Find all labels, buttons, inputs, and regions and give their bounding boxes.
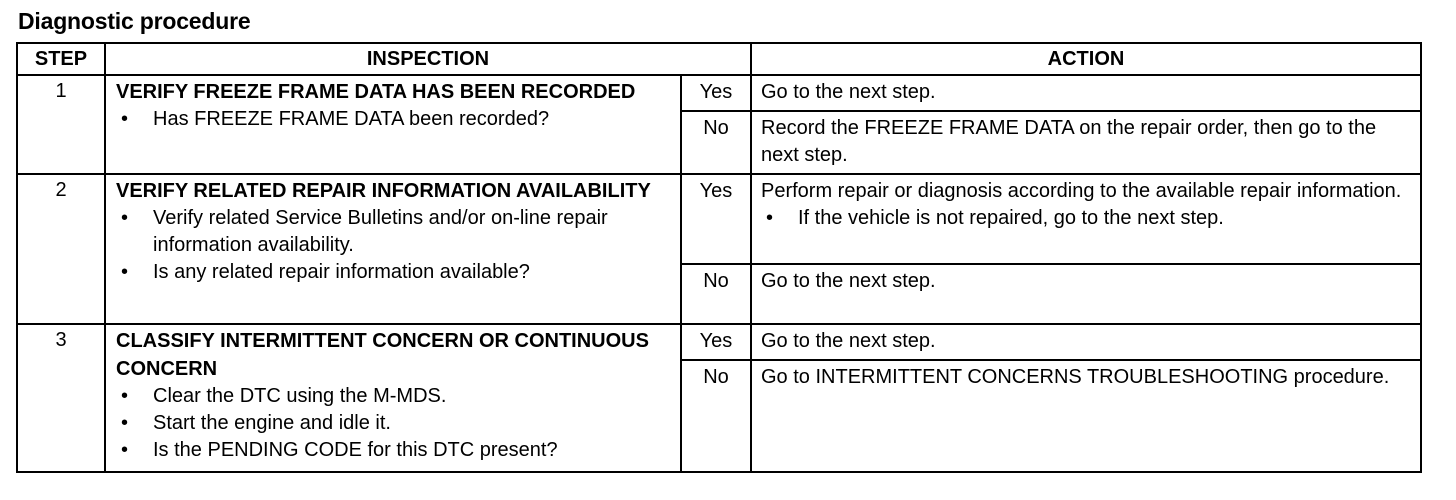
yes-action: Go to the next step.	[761, 330, 936, 352]
step-number: 2	[16, 173, 106, 325]
yes-action-bullet: If the vehicle is not repaired, go to th…	[761, 205, 1410, 232]
inspection-title: CLASSIFY INTERMITTENT CONCERN OR CONTINU…	[116, 330, 649, 380]
table-header-row: STEP INSPECTION ACTION	[16, 42, 1422, 76]
page-title: Diagnostic procedure	[18, 8, 251, 34]
inspection-bullet: Is any related repair information availa…	[116, 259, 672, 286]
diagnostic-table: STEP INSPECTION ACTION 1 VERIFY FREEZE FR…	[16, 42, 1422, 473]
yes-label: Yes	[680, 173, 752, 265]
inspection-bullet: Is the PENDING CODE for this DTC present…	[116, 437, 672, 464]
no-label: No	[680, 263, 752, 325]
inspection-bullet: Has FREEZE FRAME DATA been recorded?	[116, 106, 672, 133]
inspection-bullet: Start the engine and idle it.	[116, 410, 672, 437]
table-row: 1 VERIFY FREEZE FRAME DATA HAS BEEN RECOR…	[16, 74, 1422, 175]
step-number: 3	[16, 323, 106, 473]
yes-action: Go to the next step.	[761, 81, 936, 103]
yes-action: Perform repair or diagnosis according to…	[761, 180, 1402, 202]
inspection-bullet-list: Verify related Service Bulletins and/or …	[116, 205, 672, 286]
no-action: Go to INTERMITTENT CONCERNS TROUBLESHOOT…	[750, 359, 1422, 473]
yes-action-cell: Go to the next step.	[750, 323, 1422, 361]
inspection-cell: VERIFY FREEZE FRAME DATA HAS BEEN RECORD…	[104, 74, 682, 175]
header-step: STEP	[16, 42, 106, 76]
yes-action-cell: Go to the next step.	[750, 74, 1422, 112]
inspection-bullet-list: Clear the DTC using the M-MDS.Start the …	[116, 383, 672, 464]
header-inspection: INSPECTION	[104, 42, 752, 76]
yes-label: Yes	[680, 74, 752, 112]
header-action: ACTION	[750, 42, 1422, 76]
no-label: No	[680, 359, 752, 473]
table-row: 2 VERIFY RELATED REPAIR INFORMATION AVAIL…	[16, 173, 1422, 325]
yes-action-bullet-list: If the vehicle is not repaired, go to th…	[761, 205, 1410, 232]
inspection-title: VERIFY RELATED REPAIR INFORMATION AVAILA…	[116, 180, 651, 202]
no-action: Go to the next step.	[750, 263, 1422, 325]
inspection-cell: CLASSIFY INTERMITTENT CONCERN OR CONTINU…	[104, 323, 682, 473]
inspection-bullet-list: Has FREEZE FRAME DATA been recorded?	[116, 106, 672, 133]
no-action: Record the FREEZE FRAME DATA on the repa…	[750, 110, 1422, 175]
yes-label: Yes	[680, 323, 752, 361]
inspection-bullet: Clear the DTC using the M-MDS.	[116, 383, 672, 410]
step-number: 1	[16, 74, 106, 175]
yes-action-cell: Perform repair or diagnosis according to…	[750, 173, 1422, 265]
inspection-title: VERIFY FREEZE FRAME DATA HAS BEEN RECORD…	[116, 81, 636, 103]
no-label: No	[680, 110, 752, 175]
table-body: 1 VERIFY FREEZE FRAME DATA HAS BEEN RECOR…	[16, 74, 1422, 473]
inspection-cell: VERIFY RELATED REPAIR INFORMATION AVAILA…	[104, 173, 682, 325]
inspection-bullet: Verify related Service Bulletins and/or …	[116, 205, 672, 259]
